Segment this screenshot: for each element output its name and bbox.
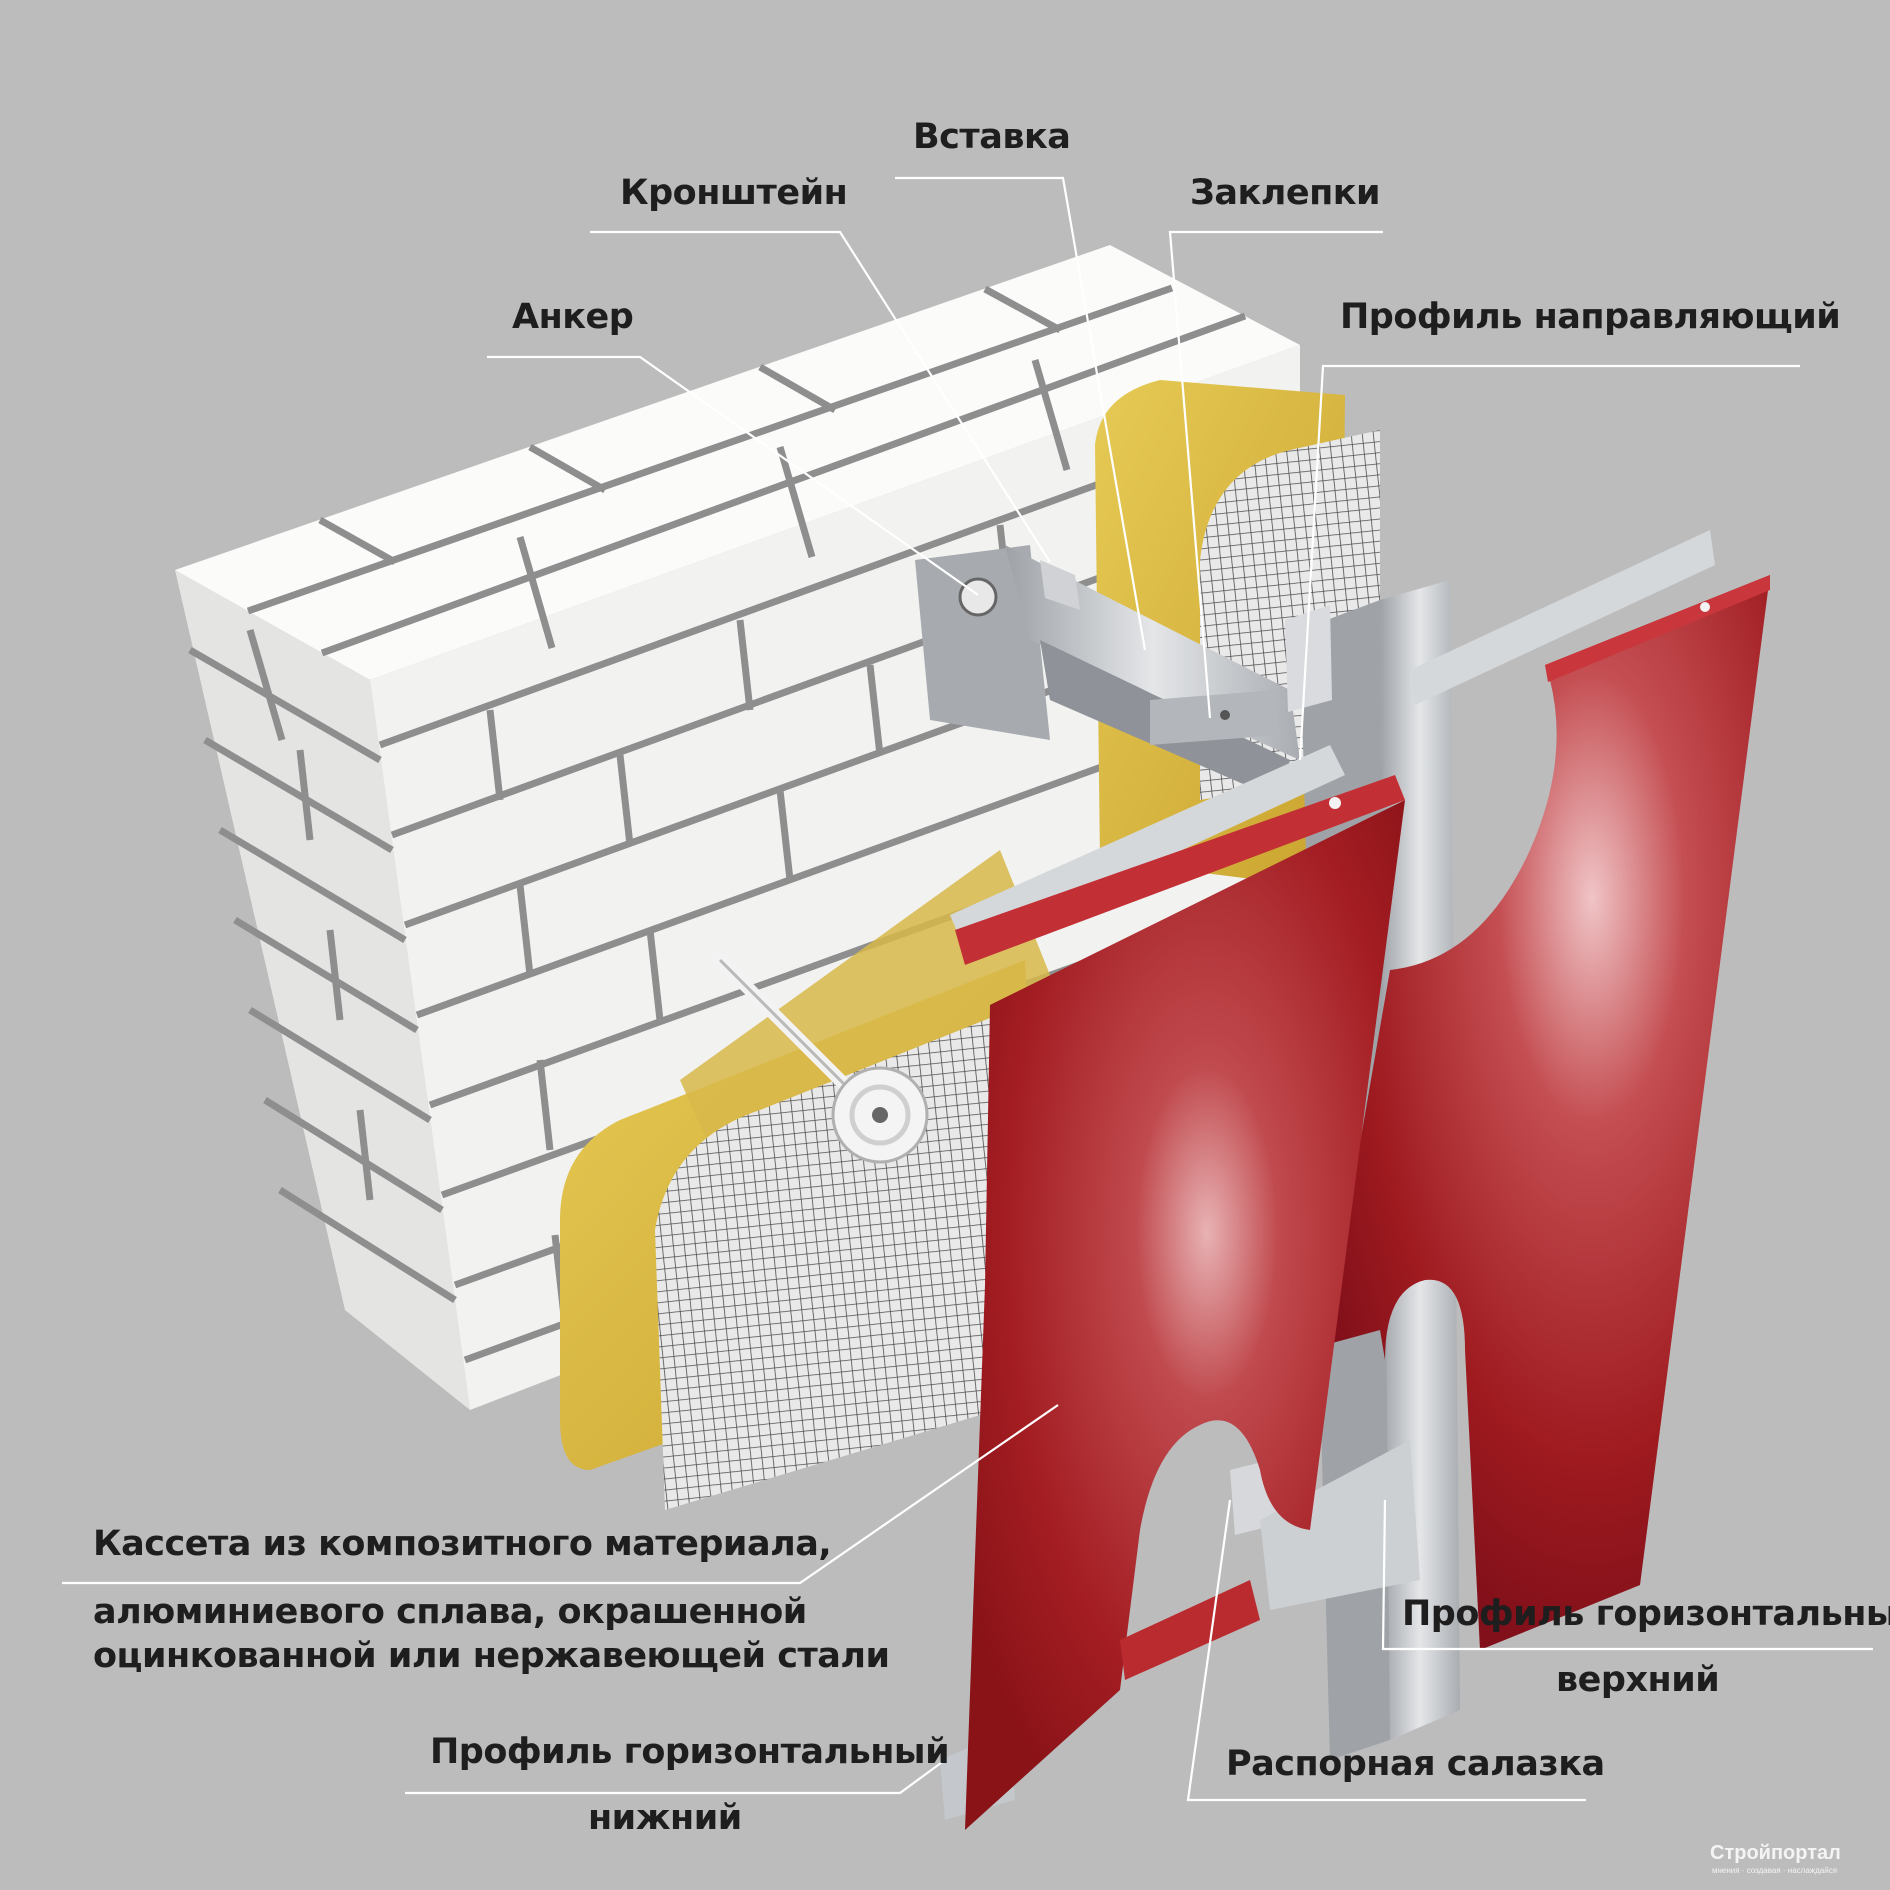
leader-anker <box>487 355 979 596</box>
label-rivets: Заклепки <box>1190 173 1381 213</box>
leader-kasseta <box>62 1404 1059 1585</box>
label-anchor: Анкер <box>512 297 634 337</box>
label-lower-horizontal-profile-line1: Профиль горизонтальный <box>430 1732 950 1772</box>
leader-profil-napravl <box>1298 364 1800 761</box>
insulation-dowel <box>713 953 929 1164</box>
leader-kronshtein <box>590 230 1051 563</box>
bracket-base <box>915 545 1050 740</box>
label-cassette-line3: оцинкованной или нержавеющей стали <box>93 1636 890 1676</box>
upper-horizontal-profile-right <box>1410 530 1715 705</box>
label-lower-horizontal-profile-line2: нижний <box>588 1798 742 1838</box>
label-spacer-slide: Распорная салазка <box>1226 1744 1605 1784</box>
anchor-head <box>958 577 998 617</box>
leader-profil-gor-verh <box>1381 1499 1873 1651</box>
bracket-insert <box>1040 560 1080 610</box>
wall-left-face <box>175 570 470 1410</box>
cassette-panel-left <box>955 775 1405 1830</box>
label-cassette-line2: алюминиевого сплава, окрашенной <box>93 1592 807 1632</box>
lower-horizontal-profile-right <box>1260 1440 1420 1610</box>
leader-lines <box>62 176 1873 1802</box>
rivet <box>1220 710 1230 720</box>
leader-vstavka <box>895 176 1147 651</box>
wall-top-face <box>175 245 1300 680</box>
cassette-panel-right <box>1325 575 1770 1650</box>
leader-raspornaya <box>1186 1499 1586 1802</box>
label-insert: Вставка <box>913 117 1071 157</box>
label-upper-horizontal-profile-line2: верхний <box>1556 1660 1720 1700</box>
reinforcing-mesh-lower <box>655 1010 1030 1510</box>
label-upper-horizontal-profile-line1: Профиль горизонтальный <box>1402 1594 1890 1634</box>
leader-profil-gor-niz <box>405 1759 946 1795</box>
bracket-assembly <box>915 545 1300 800</box>
label-guide-profile: Профиль направляющий <box>1340 297 1841 337</box>
label-cassette-line1: Кассета из композитного материала, <box>93 1524 832 1564</box>
watermark-tagline: мнения · создавая · наслаждайся <box>1712 1866 1838 1875</box>
watermark-logo: Стройпортал <box>1710 1842 1841 1864</box>
label-bracket: Кронштейн <box>620 173 848 213</box>
leader-zaklepki <box>1168 230 1383 719</box>
